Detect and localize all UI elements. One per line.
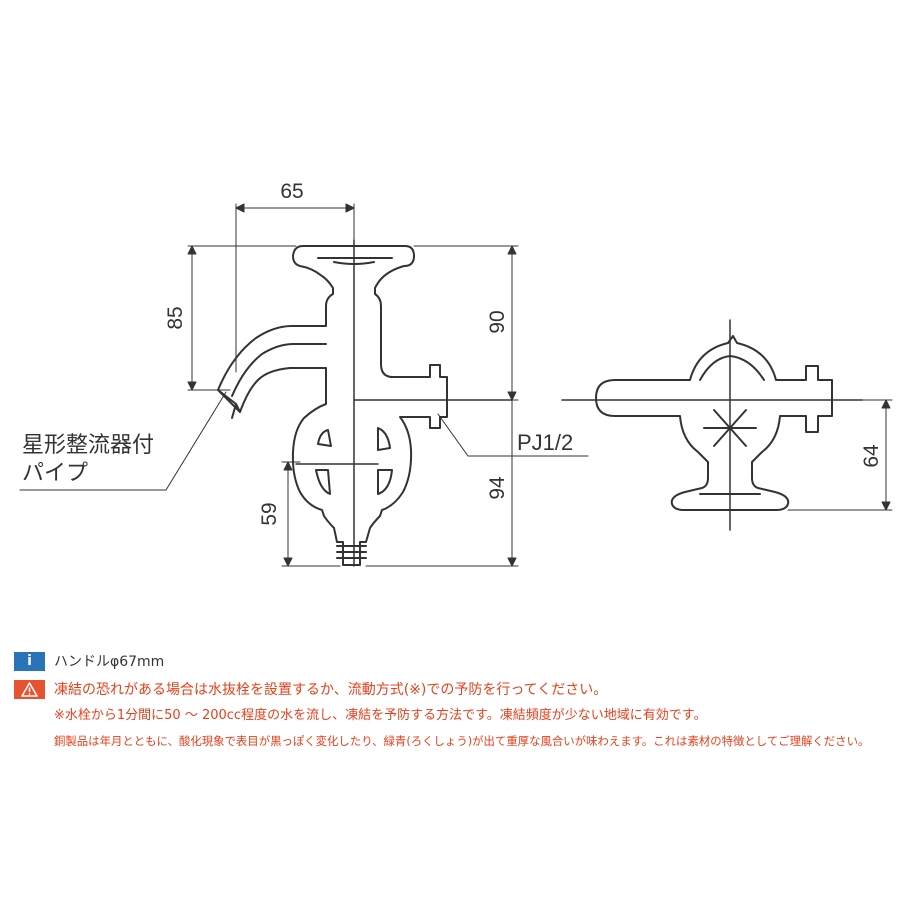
body-slot-left-upper <box>317 429 332 447</box>
dim-side-height: 64 <box>860 444 883 468</box>
dim-pipe-height: 85 <box>164 306 187 329</box>
note-flow-method-text: ※水栓から1分間に50 ～ 200cc程度の水を流し、凍結を予防する方法です。凍… <box>54 708 707 723</box>
dim-body-height: 59 <box>258 502 281 525</box>
pipe-label-line2: パイプ <box>22 460 88 485</box>
dim-top-width: 65 <box>280 180 303 203</box>
dimension-lines <box>19 203 893 567</box>
thread-label: PJ1/2 <box>517 430 573 455</box>
faucet-drawing: 65 85 90 94 59 64 星形整流器付 パイプ PJ1/2 <box>19 180 893 567</box>
body-slot-left-lower <box>315 469 331 495</box>
info-icon: i <box>14 652 45 671</box>
outlet-thread <box>336 545 367 559</box>
side-body-outline <box>595 335 833 511</box>
pipe-label-line1: 星形整流器付 <box>22 432 154 457</box>
side-top-arc <box>699 355 765 381</box>
note-warning-text: 凍結の恐れがある場合は水抜栓を設置するか、流動方式(※)での予防を行ってください… <box>54 682 608 698</box>
body-slot-right-lower <box>377 469 393 495</box>
note-info-text: ハンドルφ67mm <box>54 654 165 670</box>
front-view <box>217 239 513 567</box>
side-centerline <box>561 319 863 531</box>
dim-lower-height: 94 <box>486 476 509 500</box>
side-view <box>561 319 863 531</box>
spout-inner <box>231 343 327 397</box>
handle-shape <box>217 245 448 566</box>
handle-inner <box>317 257 393 265</box>
body-slot-right-upper <box>377 427 391 451</box>
note-copper-text: 銅製品は年月とともに、酸化現象で表目が黒っぽく変化したり、緑青(ろくしょう)が出… <box>54 734 870 748</box>
dim-total-height: 90 <box>486 310 509 333</box>
warning-icon <box>14 680 45 699</box>
